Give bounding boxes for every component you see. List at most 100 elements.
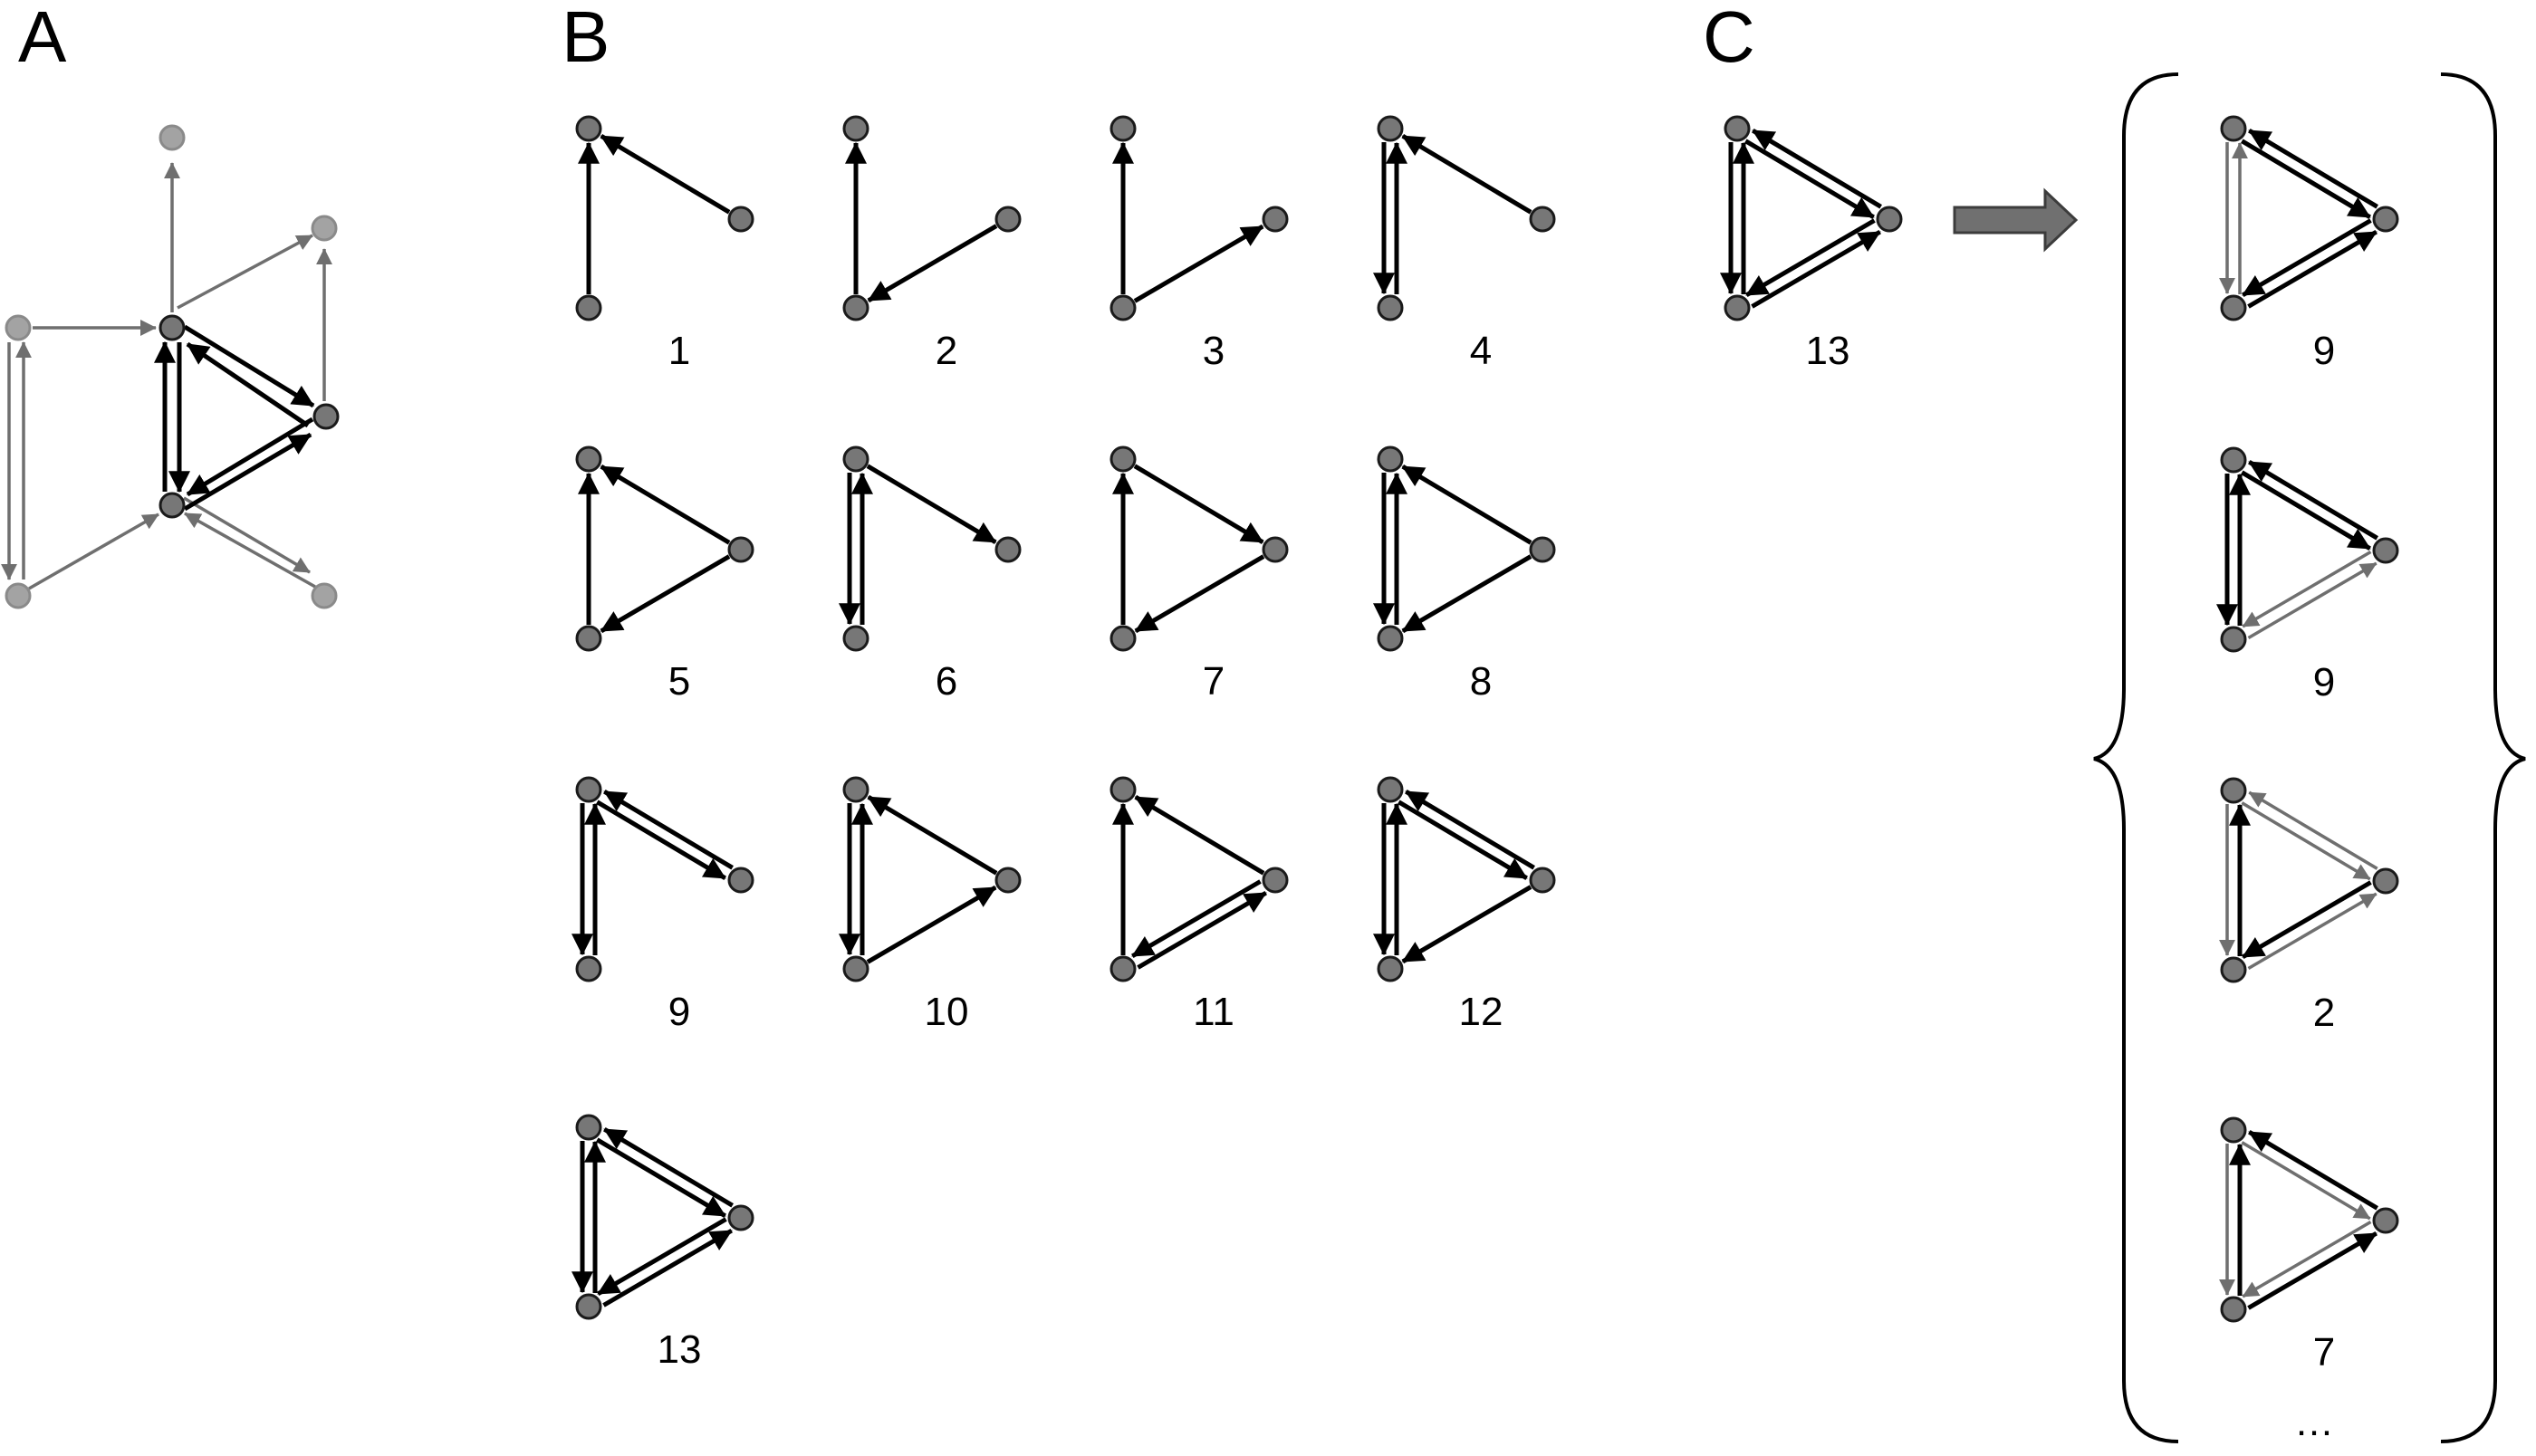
motif-node bbox=[1262, 536, 1289, 563]
motif: 9 bbox=[2216, 446, 2399, 704]
panel-c-source-motif: 13 bbox=[1720, 115, 1903, 373]
motif-edge bbox=[600, 554, 731, 634]
motif-edge bbox=[1401, 885, 1532, 964]
motif-edge bbox=[1131, 879, 1262, 959]
motif: 13 bbox=[572, 1114, 754, 1372]
motif-label: 12 bbox=[1459, 990, 1503, 1034]
motif-node bbox=[2220, 115, 2247, 142]
network-node bbox=[5, 582, 32, 609]
motif-node bbox=[1377, 776, 1404, 803]
motif-node bbox=[575, 1114, 602, 1141]
motif-edge bbox=[603, 1127, 734, 1208]
motif-edge bbox=[867, 795, 998, 876]
motif-edge bbox=[2242, 218, 2372, 298]
motif-edge bbox=[2248, 460, 2378, 541]
panel-c-letter: C bbox=[1703, 0, 1755, 77]
motif-node bbox=[842, 776, 869, 803]
motif-edge bbox=[2241, 801, 2371, 881]
motif-node bbox=[1529, 536, 1556, 563]
motif-edge bbox=[1134, 554, 1265, 634]
motif-node bbox=[727, 206, 754, 233]
motif-node bbox=[2220, 626, 2247, 653]
motif-edge bbox=[2248, 129, 2378, 209]
network-edge bbox=[186, 341, 310, 428]
network-edge bbox=[183, 324, 315, 408]
motif-node bbox=[1377, 955, 1404, 982]
motif: 3 bbox=[1110, 115, 1289, 373]
motif-edge bbox=[600, 465, 731, 545]
panel-a-network bbox=[1, 124, 340, 609]
motif-node bbox=[842, 445, 869, 473]
motif-node bbox=[2372, 1207, 2399, 1234]
panel-a-letter: A bbox=[18, 0, 67, 77]
network-edge bbox=[177, 234, 313, 310]
motif-node bbox=[2220, 446, 2247, 474]
motif-edge bbox=[602, 1228, 733, 1308]
motif-label: 7 bbox=[2313, 1330, 2335, 1375]
motif-node bbox=[994, 867, 1022, 894]
motif-edge bbox=[2241, 139, 2371, 219]
motif-node bbox=[842, 625, 869, 652]
network-node bbox=[158, 492, 186, 519]
motif-edge bbox=[1401, 465, 1532, 545]
motif-label: 6 bbox=[936, 659, 957, 704]
motif-node bbox=[1262, 867, 1289, 894]
motif: 7 bbox=[2219, 1116, 2399, 1375]
motif-node bbox=[994, 536, 1022, 563]
motif: 2 bbox=[2219, 777, 2399, 1035]
motif-edge bbox=[1133, 464, 1264, 544]
motif-edge bbox=[1745, 218, 1876, 298]
motif-edge bbox=[2248, 790, 2378, 870]
network-edge bbox=[186, 417, 314, 497]
motif: 11 bbox=[1110, 776, 1289, 1034]
motif: 7 bbox=[1110, 445, 1289, 704]
motif-node bbox=[2220, 294, 2247, 321]
motif-label: 3 bbox=[1203, 329, 1225, 373]
motif-node bbox=[842, 955, 869, 982]
motif-edge bbox=[2247, 229, 2378, 309]
motif-node bbox=[1110, 294, 1137, 321]
motif-node bbox=[1876, 206, 1903, 233]
motif-edge bbox=[2247, 561, 2378, 640]
motif: 2 bbox=[842, 115, 1022, 373]
motif-node bbox=[1377, 625, 1404, 652]
panel-b-letter: B bbox=[562, 0, 610, 77]
motif: 10 bbox=[839, 776, 1022, 1034]
network-node bbox=[158, 314, 186, 341]
motif-edge bbox=[867, 224, 998, 303]
motif-node bbox=[2372, 867, 2399, 895]
motif-edge bbox=[866, 464, 997, 544]
motif-node bbox=[575, 445, 602, 473]
motif-edge bbox=[596, 800, 726, 880]
motif-label: 13 bbox=[1806, 329, 1850, 373]
motif-edge bbox=[2241, 470, 2371, 551]
motif-edge bbox=[596, 1137, 726, 1218]
motif-node bbox=[1724, 115, 1751, 142]
motif-label: 9 bbox=[2313, 660, 2335, 704]
network-node bbox=[311, 215, 338, 242]
network-node bbox=[5, 314, 32, 341]
motif-label: 11 bbox=[1193, 990, 1234, 1034]
motif-label: 13 bbox=[658, 1327, 702, 1372]
motif: 5 bbox=[575, 445, 754, 704]
network-edge bbox=[28, 512, 159, 590]
continuation-ellipsis: … bbox=[2294, 1400, 2334, 1444]
motif-label: 9 bbox=[668, 990, 690, 1034]
motif: 9 bbox=[572, 776, 754, 1034]
motif: 12 bbox=[1373, 776, 1556, 1034]
right-block-arrow-icon bbox=[1953, 187, 2079, 253]
motif-node bbox=[1262, 206, 1289, 233]
network-edge bbox=[184, 512, 316, 589]
motif-node bbox=[575, 1293, 602, 1320]
motif-node bbox=[727, 1204, 754, 1231]
motif-node bbox=[575, 294, 602, 321]
motif-node bbox=[842, 294, 869, 321]
motif-node bbox=[727, 867, 754, 894]
network-edge bbox=[183, 496, 311, 574]
motif-node bbox=[1724, 294, 1751, 321]
motif-label: 10 bbox=[925, 990, 969, 1034]
motif-node bbox=[1529, 867, 1556, 894]
